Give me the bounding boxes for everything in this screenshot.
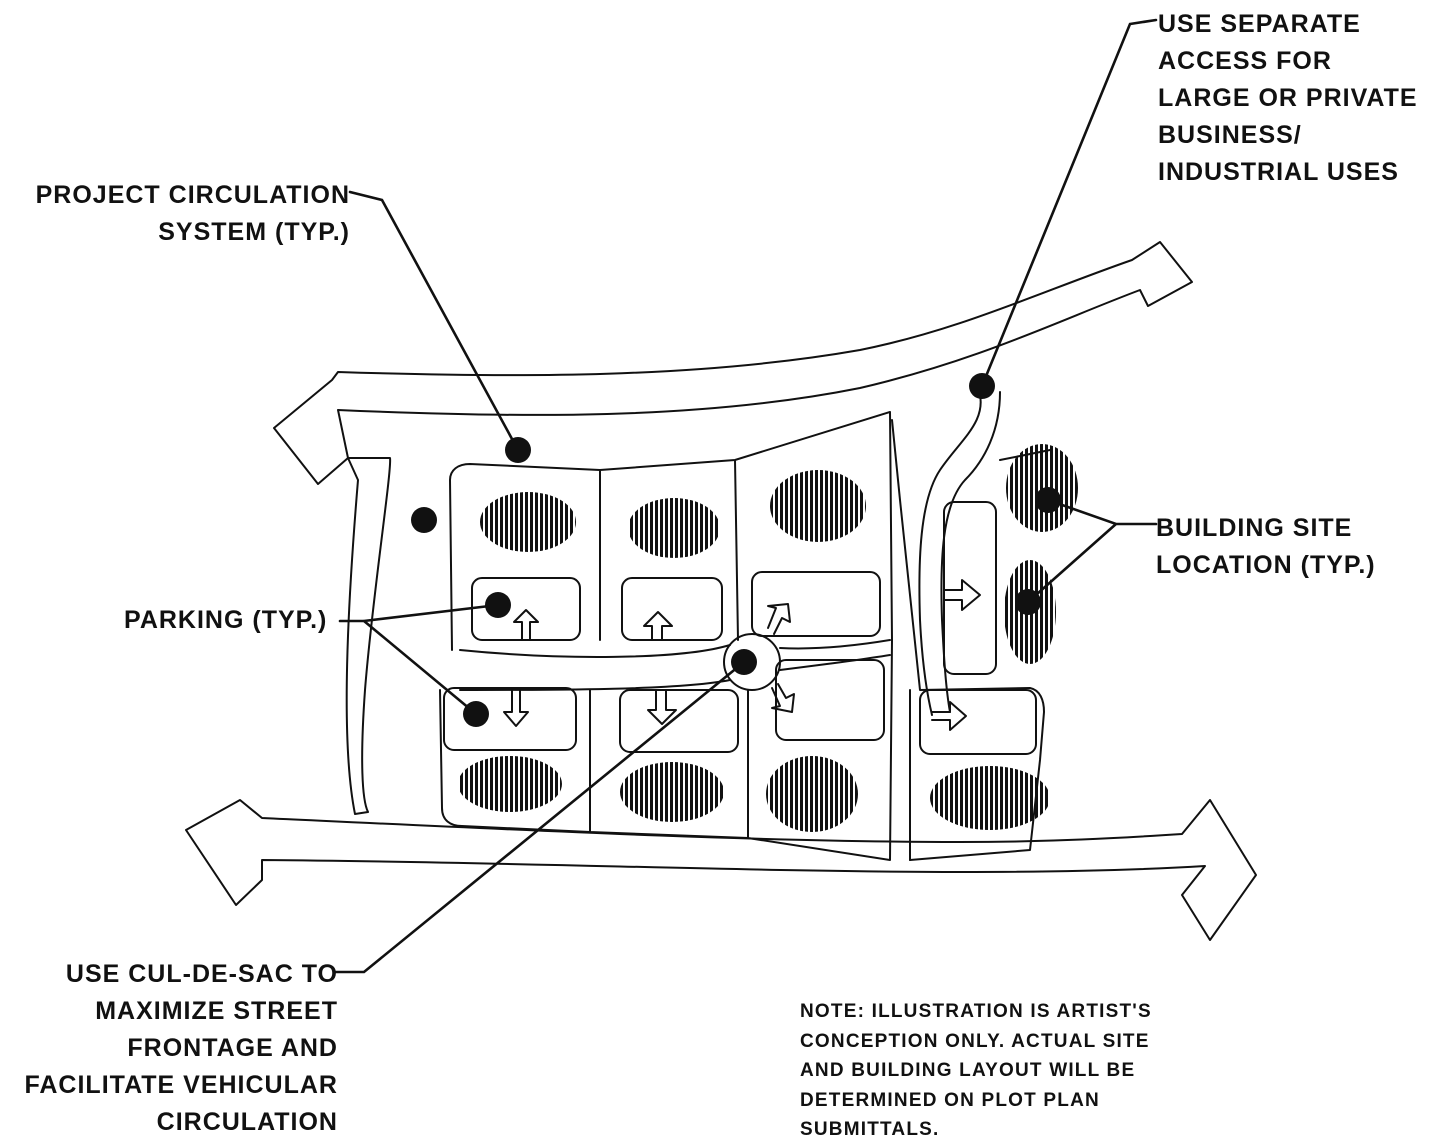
parking-line: PARKING (TYP.): [124, 606, 328, 634]
illustration-note: NOTE: ILLUSTRATION IS ARTIST'S CONCEPTIO…: [800, 997, 1152, 1145]
building-footprint: [480, 492, 576, 552]
driveway-arrow: [771, 683, 795, 713]
separate-access-line: ACCESS FOR: [1158, 47, 1332, 75]
right-block-outline: [891, 419, 1045, 861]
leader-line-parking: [338, 603, 500, 716]
building-footprint: [1006, 444, 1078, 532]
cul-de-sac-line: FACILITATE VEHICULAR: [24, 1071, 338, 1099]
callout-dot: [463, 701, 489, 727]
driveway-arrow: [643, 611, 673, 641]
callout-dot: [731, 649, 757, 675]
building-footprint: [766, 756, 858, 832]
building-site-line: BUILDING SITE: [1156, 514, 1353, 542]
note-line: AND BUILDING LAYOUT WILL BE: [800, 1060, 1136, 1081]
parking-lot: [619, 689, 739, 753]
cul-de-sac-label: USE CUL-DE-SAC TO MAXIMIZE STREET FRONTA…: [24, 956, 338, 1141]
cul-de-sac-line: MAXIMIZE STREET: [95, 997, 338, 1025]
project-circulation-line: PROJECT CIRCULATION: [35, 181, 350, 209]
separate-access-label: USE SEPARATE ACCESS FOR LARGE OR PRIVATE…: [1158, 6, 1418, 191]
driveway-arrow: [767, 603, 791, 635]
bottom-road-arrow: [185, 799, 1257, 941]
building-footprint: [770, 470, 866, 542]
note-line: SUBMITTALS.: [800, 1119, 940, 1140]
building-footprint: [620, 762, 724, 822]
parking-label: PARKING (TYP.): [124, 602, 327, 639]
building-site-label: BUILDING SITE LOCATION (TYP.): [1156, 510, 1376, 584]
driveway-arrow: [931, 701, 967, 731]
callout-dot: [485, 592, 511, 618]
parking-lot: [443, 687, 577, 751]
project-circulation-label: PROJECT CIRCULATION SYSTEM (TYP.): [36, 177, 350, 251]
note-line: DETERMINED ON PLOT PLAN: [800, 1089, 1100, 1111]
project-circulation-line: SYSTEM (TYP.): [158, 218, 350, 246]
leader-line-cul-de-sac: [332, 660, 746, 974]
building-footprint: [628, 498, 720, 558]
separate-access-drive: [918, 387, 1001, 716]
leader-line-separate-access: [980, 18, 1158, 388]
driveway-arrow: [647, 689, 677, 725]
top-road-arrow: [273, 241, 1193, 485]
parking-lot: [621, 577, 723, 641]
leader-line-building-site: [1026, 498, 1158, 604]
driveway-arrow: [943, 579, 981, 611]
callout-dot: [969, 373, 995, 399]
building-footprint: [930, 766, 1050, 830]
callout-dot: [1015, 589, 1041, 615]
internal-loop-street: [459, 639, 891, 691]
building-footprint: [458, 756, 562, 812]
driveway-arrow: [503, 689, 529, 727]
parking-lot: [943, 501, 997, 675]
note-line: NOTE: ILLUSTRATION IS ARTIST'S: [800, 1001, 1152, 1022]
cul-de-sac-line: USE CUL-DE-SAC TO: [65, 960, 338, 988]
parking-lot: [775, 659, 885, 741]
separate-access-line: BUSINESS/: [1158, 121, 1302, 149]
building-site-line: LOCATION (TYP.): [1156, 551, 1376, 579]
separate-access-line: LARGE OR PRIVATE: [1158, 84, 1418, 112]
parking-lot: [919, 689, 1037, 755]
cul-de-sac-line: FRONTAGE AND: [127, 1034, 338, 1062]
left-collector-road: [345, 457, 392, 815]
separate-access-line: USE SEPARATE: [1158, 10, 1361, 38]
callout-dot: [411, 507, 437, 533]
callout-dot: [505, 437, 531, 463]
cul-de-sac-line: CIRCULATION: [156, 1108, 338, 1136]
driveway-arrow: [513, 609, 539, 641]
parking-lot: [751, 571, 881, 637]
callout-dot: [1035, 487, 1061, 513]
separate-access-line: INDUSTRIAL USES: [1158, 158, 1399, 186]
leader-line-circulation: [348, 190, 520, 452]
note-line: CONCEPTION ONLY. ACTUAL SITE: [800, 1030, 1150, 1052]
